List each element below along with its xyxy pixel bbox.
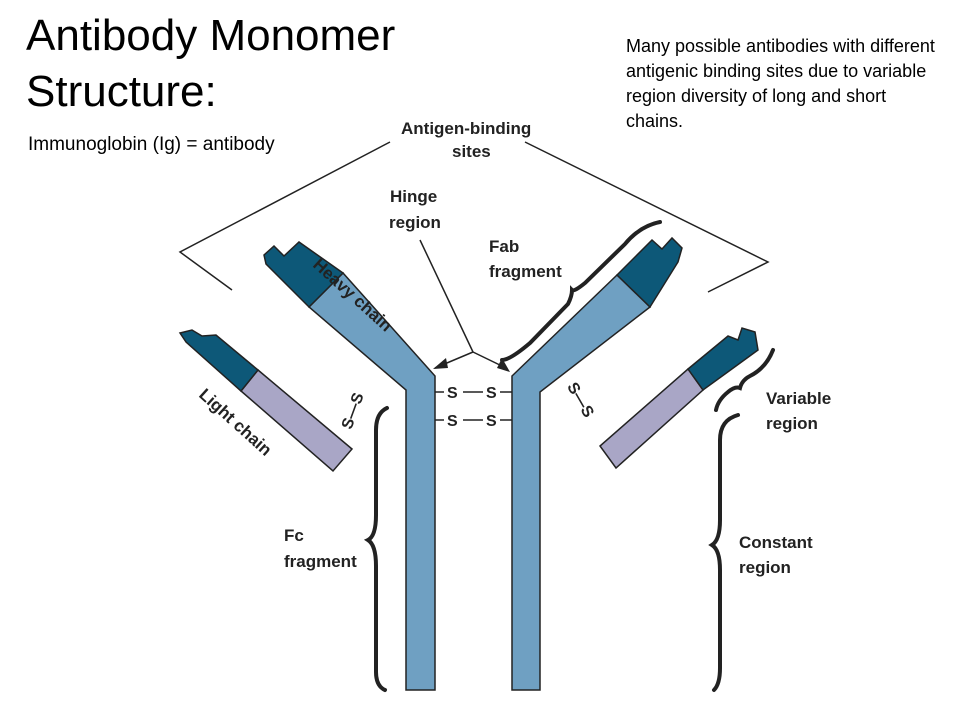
heavy-chain-right-constant xyxy=(511,273,652,691)
variable-region-label: Variable xyxy=(766,389,831,408)
light-chain-left-constant xyxy=(239,368,354,473)
hinge-arrowhead-left xyxy=(433,358,448,369)
subtitle: Immunoglobin (Ig) = antibody xyxy=(28,134,275,155)
antigen-binding-pointer-right xyxy=(524,141,770,293)
disulfide-label: S xyxy=(447,385,458,402)
fab-label: Fab xyxy=(489,237,519,256)
fc-fragment-label-2: fragment xyxy=(284,552,357,571)
description-note: Many possible antibodies with different … xyxy=(626,36,935,131)
light-chain-right-variable xyxy=(686,327,759,392)
disulfide-bond-label: S—S xyxy=(339,390,368,431)
disulfide-label: S xyxy=(486,385,497,402)
light-chain-right-constant xyxy=(598,367,705,470)
page-title: Antibody Monomer Structure: xyxy=(26,11,396,116)
heavy-chain-right-variable xyxy=(615,236,683,309)
heavy-chain-left-constant xyxy=(307,271,436,691)
disulfide-label: S xyxy=(447,413,458,430)
constant-region-label-2: region xyxy=(739,558,791,577)
fc-fragment-label: Fc xyxy=(284,526,304,545)
constant-brace xyxy=(708,413,740,692)
constant-region-label: Constant xyxy=(739,533,813,552)
fab-label-2: fragment xyxy=(489,262,562,281)
fab-brace xyxy=(500,220,662,362)
antigen-binding-label: Antigen-binding xyxy=(401,119,531,138)
variable-brace xyxy=(714,348,775,412)
hinge-label: Hinge xyxy=(390,187,437,206)
heavy-chain-left-variable xyxy=(263,241,345,309)
disulfide-label: S xyxy=(486,413,497,430)
antigen-binding-label-2: sites xyxy=(452,142,491,161)
hinge-arrowhead-right xyxy=(497,358,510,372)
disulfide-bond-label: S—S xyxy=(563,380,597,421)
variable-region-label-2: region xyxy=(766,414,818,433)
hinge-arrow-left-line xyxy=(419,239,474,353)
antigen-binding-pointer-left xyxy=(178,141,391,291)
fc-brace xyxy=(363,406,389,692)
hinge-label-2: region xyxy=(389,213,441,232)
light-chain-left-variable xyxy=(178,329,260,393)
